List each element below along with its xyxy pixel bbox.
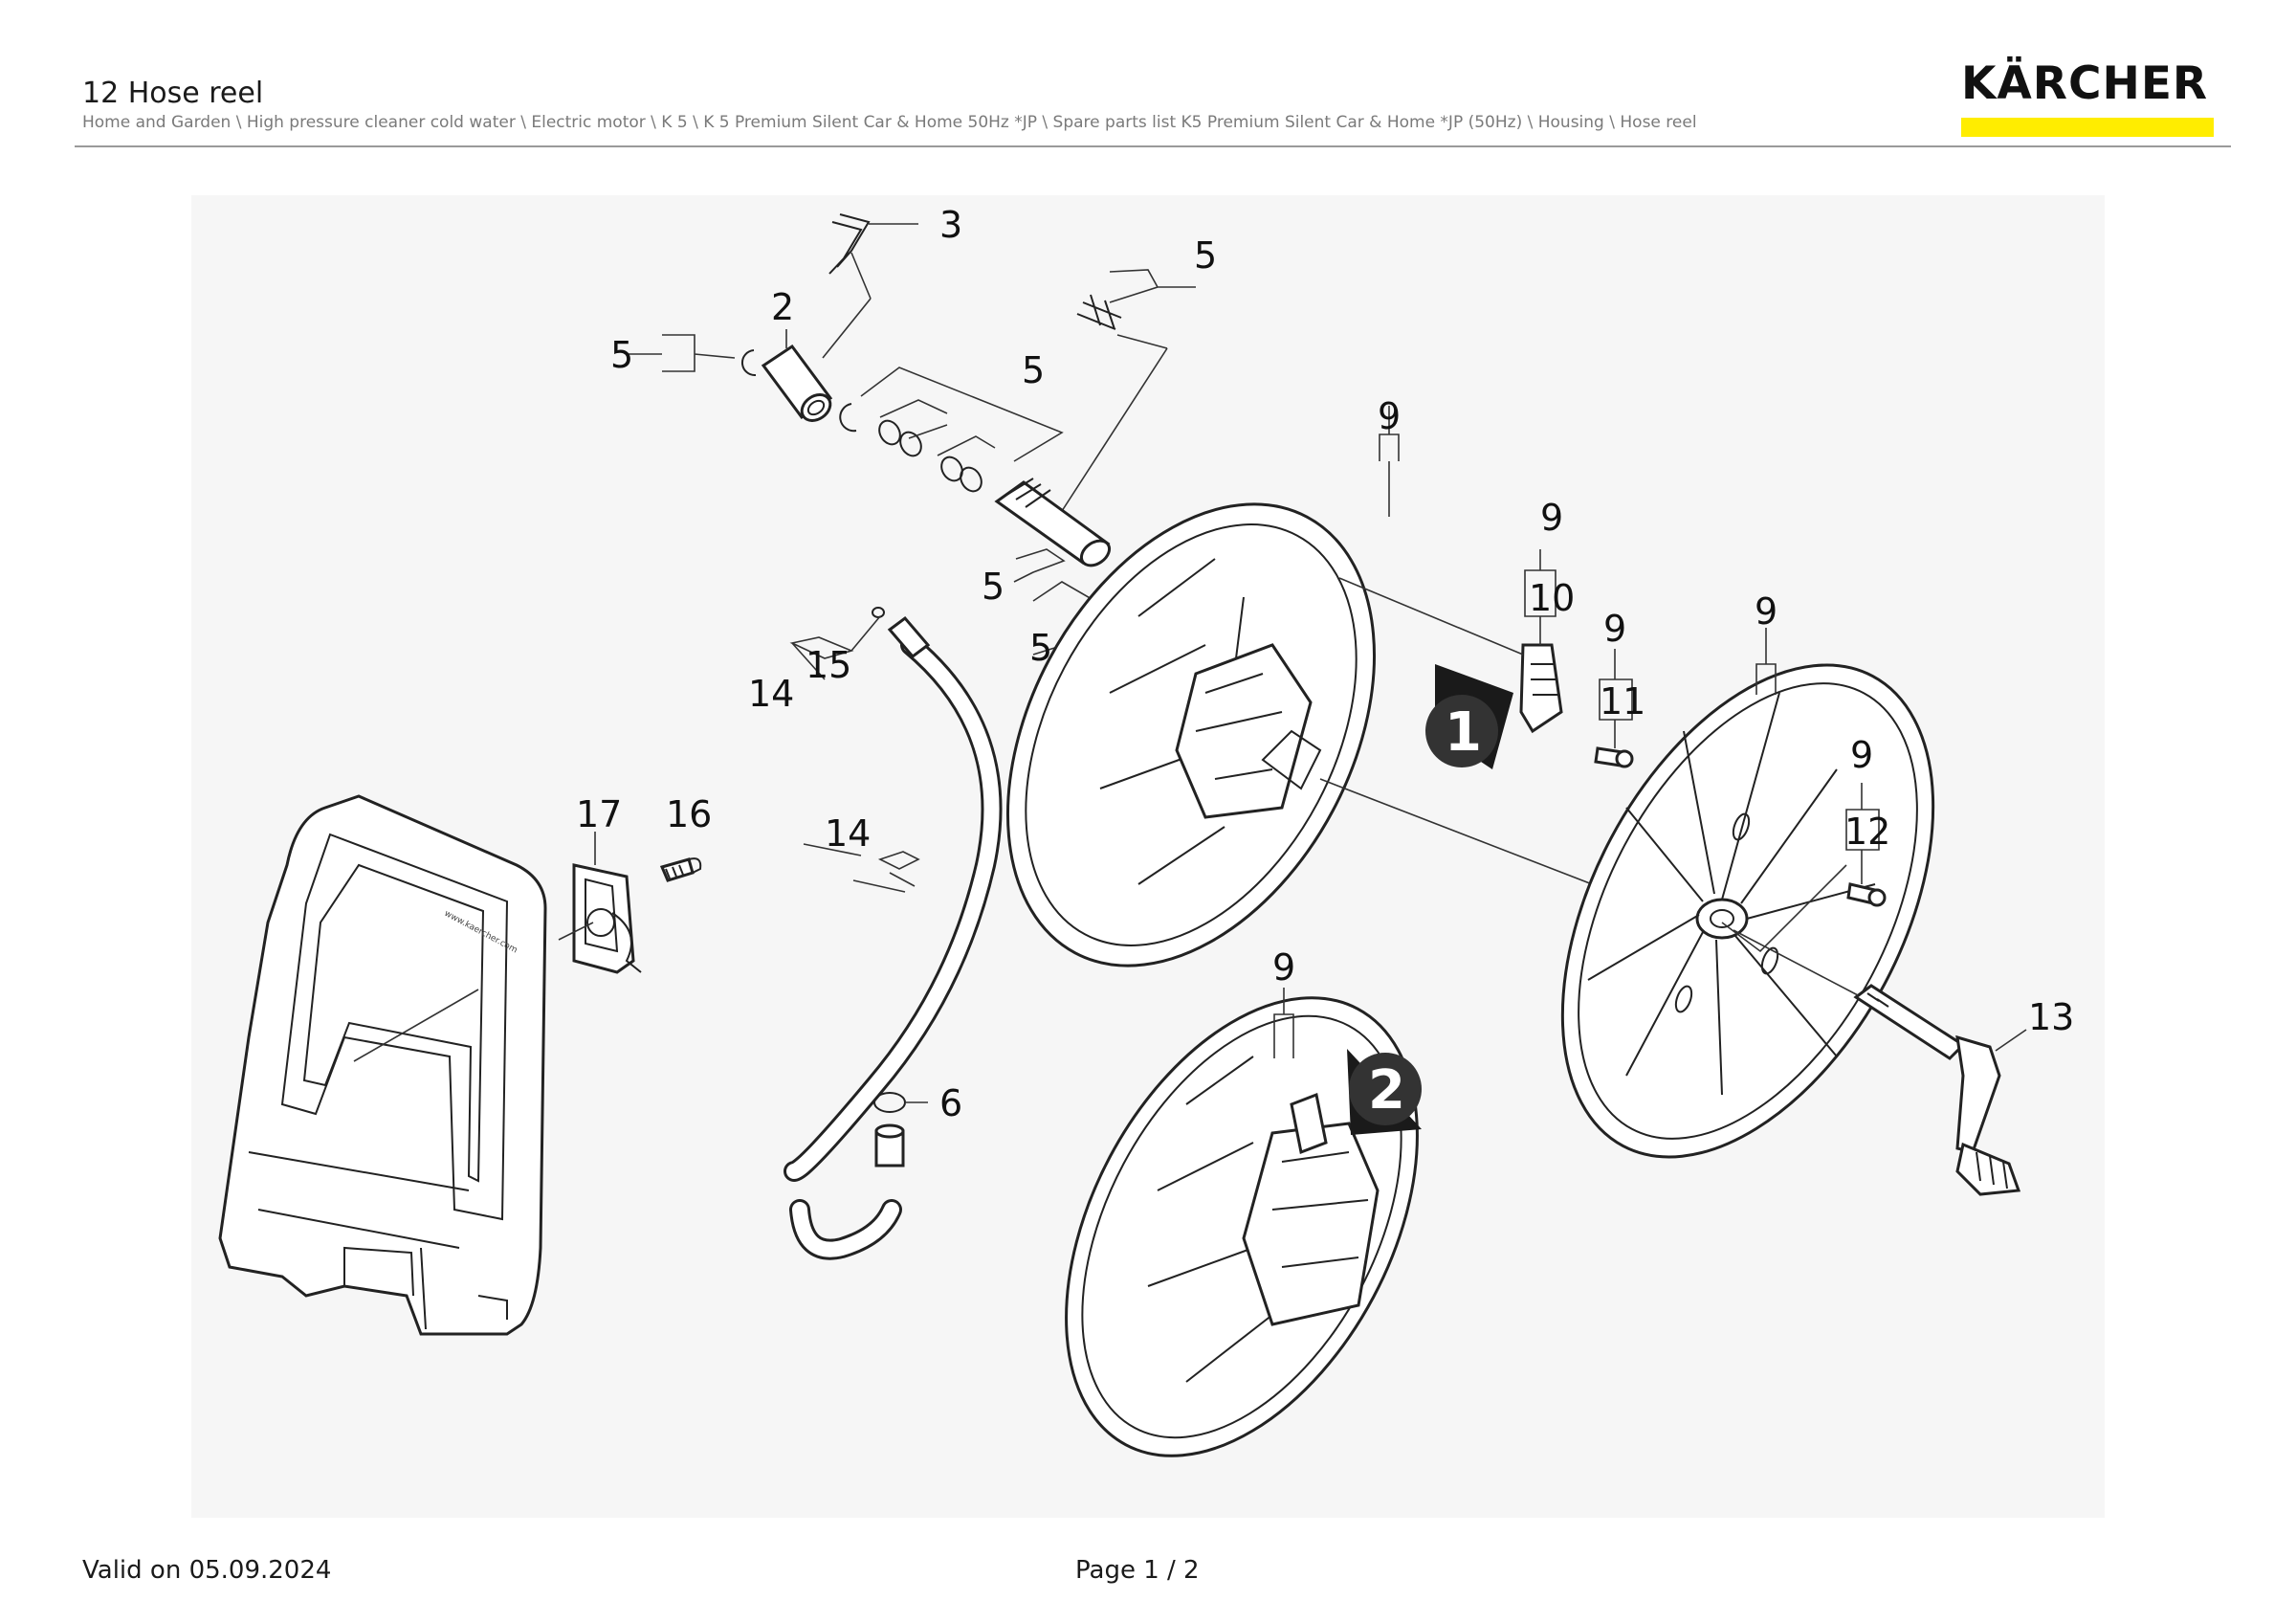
breadcrumb: Home and Garden \ High pressure cleaner …: [82, 113, 1697, 132]
page-number: Page 1 / 2: [1075, 1556, 1200, 1585]
callout-9e: 9: [1850, 734, 1873, 776]
part-12-screw: [1721, 783, 1887, 953]
brand-logo-bar: [1961, 118, 2214, 137]
step-marker-2: 2: [1347, 1049, 1422, 1135]
reel-drum-lower: [1065, 996, 1419, 1457]
callout-2: 2: [771, 286, 794, 328]
part-17-holder: [558, 832, 642, 974]
reel-disc-right: [1560, 663, 1935, 1159]
part-5-seals: [839, 367, 1064, 493]
callout-13: 13: [2028, 996, 2074, 1038]
part-2-sleeve: [761, 252, 872, 422]
callout-16: 16: [666, 793, 712, 835]
part-3-clip: [828, 213, 918, 275]
brand-logo-text: KÄRCHER: [1961, 57, 2209, 110]
callout-14a: 14: [748, 673, 794, 715]
part-11-screw: [1594, 649, 1634, 768]
callout-9-right-bracket: [1755, 628, 1777, 695]
callout-9b: 9: [1540, 497, 1563, 539]
part-6-oring: [873, 1092, 928, 1167]
exploded-parts-diagram: www.kaercher.com 17 16 3 2 5: [191, 195, 2105, 1518]
callout-10: 10: [1529, 577, 1575, 619]
part-5-hose-clip: [1061, 269, 1196, 512]
header-divider: [75, 145, 2231, 147]
callout-9d: 9: [1755, 590, 1777, 633]
page-title: 12 Hose reel: [82, 77, 264, 110]
callout-9a: 9: [1378, 395, 1401, 437]
callout-5d: 5: [982, 566, 1004, 608]
housing-frame: www.kaercher.com: [218, 794, 547, 1336]
callout-5c: 5: [1194, 234, 1217, 277]
callout-9-top-bracket: [1379, 406, 1400, 517]
callout-5a: 5: [610, 334, 633, 376]
callout-9c: 9: [1603, 608, 1626, 650]
callout-14b: 14: [825, 812, 871, 855]
step-marker-2-label: 2: [1368, 1059, 1405, 1122]
part-5-retaining-ring-left: [628, 334, 757, 377]
brand-logo: KÄRCHER: [1961, 61, 2214, 137]
callout-12: 12: [1844, 811, 1890, 853]
part-10-latch: [1338, 549, 1563, 734]
callout-9f: 9: [1272, 946, 1295, 989]
part-15-nipple: [789, 607, 885, 680]
reel-drum-upper: [1005, 502, 1618, 967]
callout-17: 17: [576, 793, 622, 835]
part-13-crank: [1733, 929, 2027, 1196]
part-16-screw: [659, 857, 702, 882]
valid-date: Valid on 05.09.2024: [82, 1556, 332, 1585]
step-marker-1-label: 1: [1445, 701, 1482, 764]
callout-3: 3: [939, 204, 962, 246]
callout-9-lower-bracket: [1273, 988, 1294, 1058]
callout-6: 6: [939, 1082, 962, 1124]
callout-5b: 5: [1022, 349, 1045, 391]
step-marker-1: 1: [1425, 664, 1513, 769]
callout-11: 11: [1600, 680, 1645, 723]
part-14-hose: [784, 615, 1003, 1260]
callout-15: 15: [806, 644, 851, 686]
